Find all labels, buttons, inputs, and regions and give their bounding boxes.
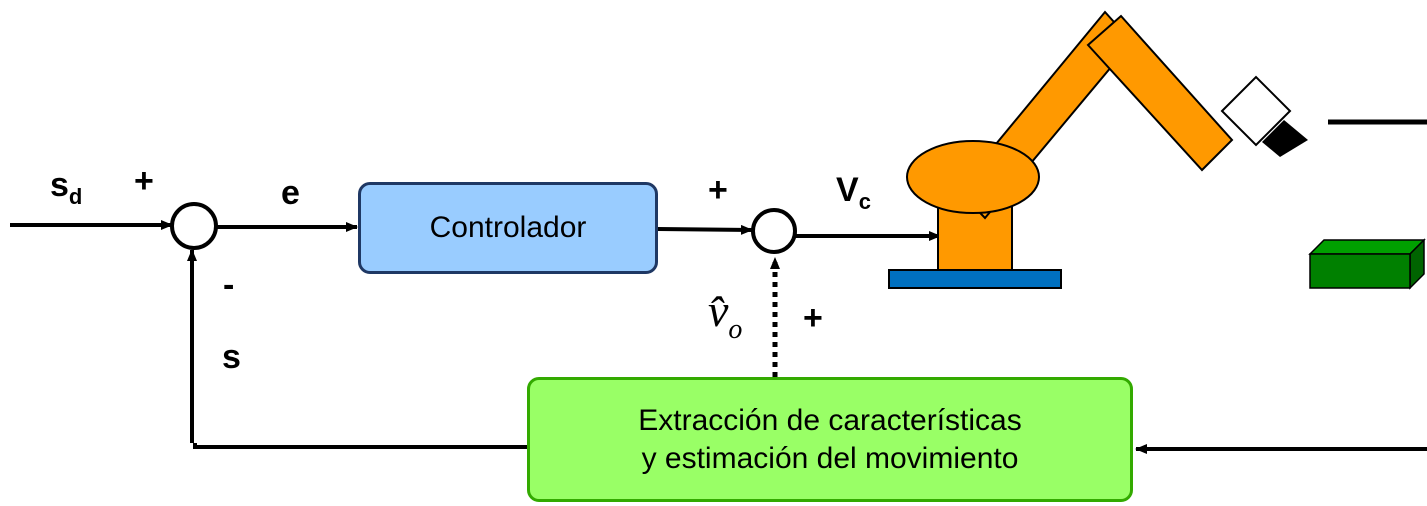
feature-extraction-block: Extracción de características y estimaci… <box>527 377 1133 502</box>
camera-icon <box>1220 75 1308 157</box>
summing-junction-1 <box>170 202 218 250</box>
controller-label: Controlador <box>429 211 587 244</box>
plus-sign-estimate: + <box>803 299 823 337</box>
controller-output-arrow <box>657 224 753 235</box>
minus-sign: - <box>223 266 235 304</box>
summing-junction-2 <box>751 208 797 254</box>
plus-sign-sd: + <box>134 162 154 200</box>
robot-arm-icon <box>888 10 1234 289</box>
feature-block-line2: y estimación del movimiento <box>641 441 1019 475</box>
camera-velocity-label: Vc <box>836 171 871 214</box>
estimated-velocity-label: v̂o <box>708 285 743 345</box>
plus-sign-controller: + <box>708 171 728 209</box>
feature-block-line1: Extracción de características <box>638 404 1022 437</box>
desired-features-label: sd <box>50 166 83 209</box>
target-object-icon <box>1308 238 1426 290</box>
feedback-line <box>193 443 527 449</box>
error-label: e <box>281 174 300 212</box>
controller-block: Controlador <box>358 182 658 274</box>
feedback-features-label: s <box>222 338 241 376</box>
